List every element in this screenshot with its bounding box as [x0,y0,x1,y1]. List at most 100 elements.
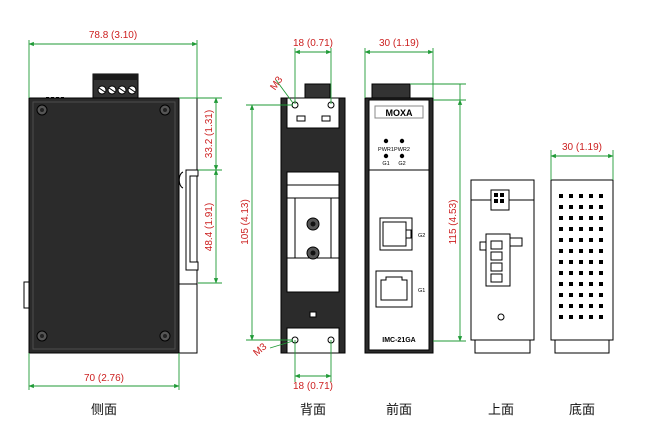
side-terminal-block [92,73,139,99]
bottom-width-label: 30 (1.19) [562,142,602,153]
bottom-view: 30 (1.19) 底面 [550,142,614,418]
vent-hole [559,238,563,242]
vent-hole [579,249,583,253]
vent-hole [569,194,573,198]
top-terminal-block [479,233,523,287]
side-depth-dimension: 70 (2.76) [28,353,180,390]
vent-hole [559,194,563,198]
front-brand: MOXA [386,108,414,118]
side-screws [36,104,171,342]
vent-hole [579,271,583,275]
vent-hole [559,216,563,220]
vent-hole [579,260,583,264]
vent-hole [589,238,593,242]
vent-hole [599,238,603,242]
vent-hole [569,282,573,286]
side-depth-label: 70 (2.76) [84,373,124,384]
vent-hole [569,216,573,220]
rear-screw-bottom-label: M3 [252,341,270,359]
front-leds: PWR1 PWR2 G1 G2 [378,138,410,167]
vent-hole [559,315,563,319]
vent-hole [599,315,603,319]
vent-hole [589,205,593,209]
bottom-width-dimension: 30 (1.19) [550,142,614,180]
rear-top-dimension: 18 (0.71) [293,38,333,104]
front-rj45-port: G1 [375,270,425,308]
vent-hole [569,249,573,253]
vent-hole [559,293,563,297]
vent-hole [599,249,603,253]
vent-hole [579,238,583,242]
vent-hole [559,304,563,308]
side-width-dimension: 78.8 (3.10) [28,30,198,98]
vent-hole [559,227,563,231]
vent-hole [579,194,583,198]
top-view: 上面 [470,179,535,418]
rear-height-dimension: 105 (4.13) [240,104,293,341]
vent-hole [589,304,593,308]
front-width-dimension: 30 (1.19) [364,38,434,98]
vent-hole [589,260,593,264]
bottom-vent-grid [559,194,603,319]
vent-hole [589,293,593,297]
vent-hole [599,293,603,297]
rear-view: 18 (0.71) M3 18 (0.71) M3 105 (4.13) 背面 [240,38,346,418]
vent-hole [599,205,603,209]
vent-hole [559,260,563,264]
vent-hole [599,271,603,275]
vent-hole [579,227,583,231]
side-width-label: 78.8 (3.10) [89,30,137,41]
front-width-label: 30 (1.19) [379,38,419,49]
vent-hole [589,249,593,253]
vent-hole [559,282,563,286]
front-pwr1-label: PWR1 [378,147,394,153]
front-caption: 前面 [386,402,412,418]
front-view: MOXA PWR1 PWR2 G1 G2 G2 G1 IMC-21GA [364,38,466,418]
vent-hole [589,271,593,275]
vent-hole [589,315,593,319]
vent-hole [599,304,603,308]
vent-hole [559,249,563,253]
front-port-g2-label: G2 [418,233,425,239]
vent-hole [569,205,573,209]
rear-caption: 背面 [300,403,326,418]
vent-hole [569,304,573,308]
side-din-clip [178,97,199,354]
vent-hole [579,216,583,220]
vent-hole [589,227,593,231]
side-view: 78.8 (3.10) 70 (2.76) 33.2 (1.31) 48.4 (… [23,30,222,418]
vent-hole [589,216,593,220]
vent-hole [589,194,593,198]
front-pwr2-label: PWR2 [394,147,410,153]
vent-hole [559,271,563,275]
front-model-label: IMC-21GA [382,337,415,344]
vent-hole [569,271,573,275]
vent-hole [599,216,603,220]
side-caption: 侧面 [91,403,117,418]
side-mid-height-label: 48.4 (1.91) [204,203,215,251]
vent-hole [569,293,573,297]
vent-hole [599,282,603,286]
vent-hole [579,304,583,308]
vent-hole [579,315,583,319]
vent-hole [569,227,573,231]
rear-top-width-label: 18 (0.71) [293,38,333,49]
vent-hole [569,315,573,319]
vent-hole [599,227,603,231]
front-height-label: 115 (4.53) [448,200,459,245]
side-top-height-label: 33.2 (1.31) [204,110,215,158]
vent-hole [599,260,603,264]
vent-hole [599,194,603,198]
rear-bottom-dimension: 18 (0.71) [293,340,333,392]
front-height-dimension: 115 (4.53) [410,83,466,342]
front-sfp-port: G2 [379,217,425,251]
rear-bottom-width-label: 18 (0.71) [293,381,333,392]
vent-hole [589,282,593,286]
vent-hole [569,260,573,264]
bottom-caption: 底面 [569,402,595,418]
side-height-dimension: 33.2 (1.31) 48.4 (1.91) [179,97,222,284]
rear-height-label: 105 (4.13) [240,199,251,245]
vent-hole [559,205,563,209]
front-g2-led-label: G2 [398,161,405,167]
